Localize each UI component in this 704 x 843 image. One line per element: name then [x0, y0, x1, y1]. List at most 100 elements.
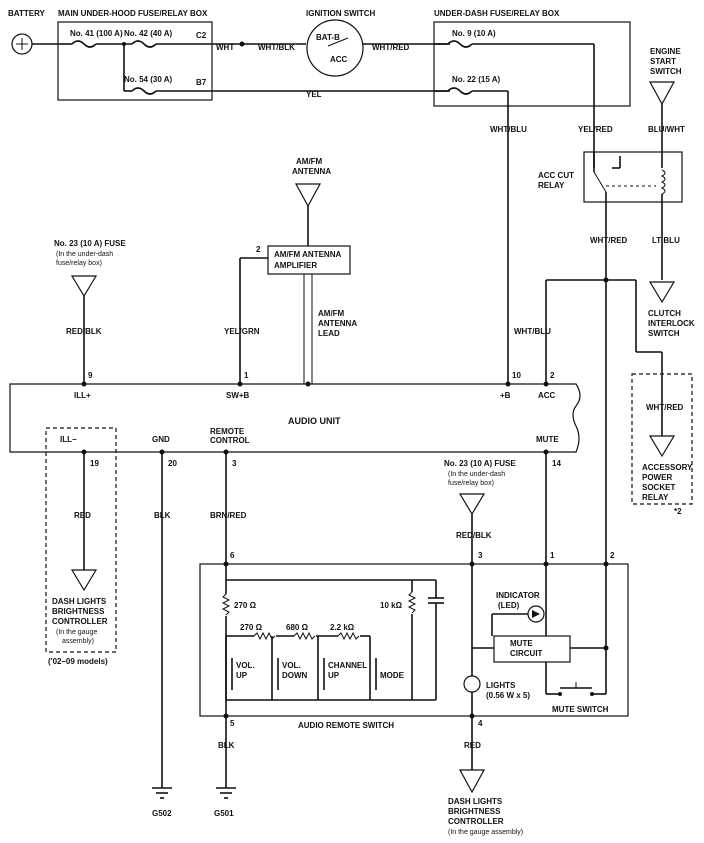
resistor-270-b: 270 Ω	[240, 623, 263, 632]
indicator-line2: (LED)	[498, 601, 520, 610]
main-fuse-box-title: MAIN UNDER-HOOD FUSE/RELAY BOX	[58, 9, 208, 18]
rs-pin-4: 4	[478, 719, 483, 728]
acc-relay-line4: RELAY	[642, 493, 669, 502]
antenna-line2: ANTENNA	[292, 167, 331, 176]
rs-pin-5: 5	[230, 719, 235, 728]
fuse23-mid-line3: fuse/relay box)	[448, 480, 494, 487]
clutch-line1: CLUTCH	[648, 309, 681, 318]
btn-mode: MODE	[380, 671, 405, 680]
fuse-9-label: No. 9 (10 A)	[452, 29, 496, 38]
amp-pin: 2	[256, 245, 261, 254]
battery: BATTERY	[8, 9, 46, 55]
rs-pin-1: 1	[550, 551, 555, 560]
pin-14-num: 14	[552, 459, 561, 468]
pin-19-num: 19	[90, 459, 99, 468]
resistor-680: 680 Ω	[286, 623, 309, 632]
wire-wht-blk: WHT/BLK	[258, 43, 295, 52]
lights-line2: (0.56 W x 5)	[486, 691, 530, 700]
engine-start-line1: ENGINE	[650, 47, 681, 56]
ground-g501-label: G501	[214, 809, 234, 818]
acc-cut-line1: ACC CUT	[538, 171, 574, 180]
fuse-22-label: No. 22 (15 A)	[452, 75, 500, 84]
dash-left-line2: BRIGHTNESS	[52, 607, 105, 616]
btn-vol-down-1: VOL.	[282, 661, 301, 670]
engine-start-line3: SWITCH	[650, 67, 682, 76]
wire-blu-wht: BLU/WHT	[648, 125, 685, 134]
lead-line1: AM/FM	[318, 309, 345, 318]
amp-line2: AMPLIFIER	[274, 261, 317, 270]
acc-relay-line1: ACCESSORY	[642, 463, 693, 472]
fuse-54-label: No. 54 (30 A)	[124, 75, 172, 84]
wire-red-blk-2: RED/BLK	[456, 531, 492, 540]
rs-pin-2: 2	[610, 551, 615, 560]
dash-left-line1: DASH LIGHTS	[52, 597, 107, 606]
wire-wht: WHT	[216, 43, 234, 52]
connector-b7: B7	[196, 78, 207, 87]
acc-relay-line2: POWER	[642, 473, 672, 482]
resistor-2-2k: 2.2 kΩ	[330, 623, 355, 632]
acc-relay-note: *2	[674, 507, 682, 516]
wire-wht-red: WHT/RED	[372, 43, 410, 52]
btn-vol-up-1: VOL.	[236, 661, 255, 670]
pin-3-label-1: REMOTE	[210, 427, 245, 436]
wire-red: RED	[74, 511, 91, 520]
btn-vol-up-2: UP	[236, 671, 248, 680]
am-fm-antenna: AM/FM ANTENNA	[292, 157, 331, 246]
acc-relay-line3: SOCKET	[642, 483, 675, 492]
pin-20-num: 20	[168, 459, 177, 468]
fuse-42-label: No. 42 (40 A)	[124, 29, 172, 38]
wire-yel-grn: YEL/GRN	[224, 327, 260, 336]
dash-left-line4: (In the gauge	[56, 629, 97, 636]
wire-yel-red: YEL/RED	[578, 125, 613, 134]
pin-10-num: 10	[512, 371, 521, 380]
lead-line2: ANTENNA	[318, 319, 357, 328]
fuse-41-label: No. 41 (100 A)	[70, 29, 123, 38]
btn-channel-up-2: UP	[328, 671, 340, 680]
dash-lights-controller-bottom: DASH LIGHTS BRIGHTNESS CONTROLLER (In th…	[448, 769, 523, 836]
fuse23-mid-line2: (In the under-dash	[448, 471, 505, 478]
clutch-line2: INTERLOCK	[648, 319, 695, 328]
antenna-line1: AM/FM	[296, 157, 323, 166]
under-dash-box-title: UNDER-DASH FUSE/RELAY BOX	[434, 9, 560, 18]
ignition-acc: ACC	[330, 55, 348, 64]
fuse-23-top: No. 23 (10 A) FUSE (In the under-dash fu…	[54, 239, 126, 384]
lights-line1: LIGHTS	[486, 681, 516, 690]
engine-start-switch: ENGINE START SWITCH BLU/WHT	[648, 47, 685, 168]
dash-bottom-line2: BRIGHTNESS	[448, 807, 501, 816]
mute-circuit-line2: CIRCUIT	[510, 649, 543, 658]
pin-1-label: SW+B	[226, 391, 250, 400]
amp-line1: AM/FM ANTENNA	[274, 250, 341, 259]
resistor-270-a: 270 Ω	[234, 601, 257, 610]
mute-circuit-line1: MUTE	[510, 639, 533, 648]
clutch-interlock-switch: CLUTCH INTERLOCK SWITCH	[648, 281, 695, 338]
wire-brn-red: BRN/RED	[210, 511, 247, 520]
dash-left-line3: CONTROLLER	[52, 617, 108, 626]
pin-10-label: +B	[500, 391, 511, 400]
battery-label: BATTERY	[8, 9, 46, 18]
pin-9-num: 9	[88, 371, 93, 380]
ground-g501: G501	[214, 787, 236, 818]
ground-g502: G502	[152, 787, 172, 818]
rs-pin-3: 3	[478, 551, 483, 560]
wire-red-2: RED	[464, 741, 481, 750]
btn-channel-up-1: CHANNEL	[328, 661, 367, 670]
under-dash-fuse-box: UNDER-DASH FUSE/RELAY BOX No. 9 (10 A) N…	[433, 9, 631, 107]
mute-switch-label: MUTE SWITCH	[552, 705, 609, 714]
pin-1-num: 1	[244, 371, 249, 380]
dash-lights-controller-left: RED DASH LIGHTS BRIGHTNESS CONTROLLER (I…	[45, 427, 117, 666]
wire-lt-blu: LT BLU	[652, 236, 680, 245]
fuse23-mid-line1: No. 23 (10 A) FUSE	[444, 459, 516, 468]
connector-c2: C2	[196, 31, 207, 40]
remote-switch-title: AUDIO REMOTE SWITCH	[298, 721, 394, 730]
audio-unit-title: AUDIO UNIT	[288, 416, 341, 426]
indicator-line1: INDICATOR	[496, 591, 540, 600]
dash-left-note: ('02–09 models)	[48, 657, 108, 666]
wire-yel: YEL	[306, 90, 322, 99]
audio-remote-switch: AUDIO REMOTE SWITCH 6 3 1 2 5 4 10 kΩ 27…	[199, 551, 629, 730]
fuse23-top-line1: No. 23 (10 A) FUSE	[54, 239, 126, 248]
pin-14-label: MUTE	[536, 435, 559, 444]
wire-red-blk: RED/BLK	[66, 327, 102, 336]
acc-cut-relay: ACC CUT RELAY	[538, 151, 683, 203]
fuse-23-mid: No. 23 (10 A) FUSE (In the under-dash fu…	[444, 459, 516, 564]
